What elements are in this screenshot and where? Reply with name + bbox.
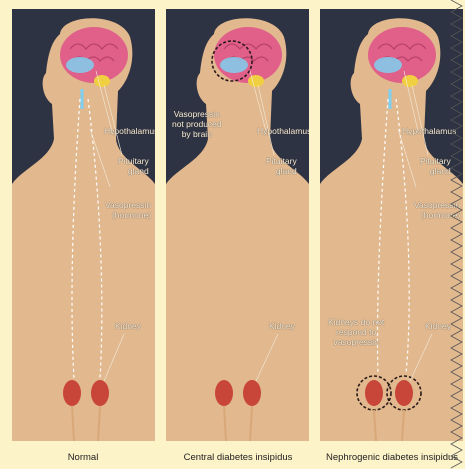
pituitary-icon xyxy=(402,75,418,87)
panel-central: Vasopressin not produced by brain Hypoth… xyxy=(166,9,309,441)
label-hypothalamus: Hypothalamus xyxy=(257,126,309,136)
label-kidney: Kidney xyxy=(425,321,451,331)
label-kidney: Kidney xyxy=(115,321,141,331)
label-note: Vasopressin not produced by brain xyxy=(172,109,222,139)
brain-icon xyxy=(214,27,282,83)
label-hypothalamus: Hypothalamus xyxy=(104,126,155,136)
brain-icon xyxy=(368,27,436,83)
caption-nephrogenic: Nephrogenic diabetes insipidus xyxy=(312,452,465,463)
label-pituitary: Pituitary gland xyxy=(266,156,297,176)
label-pituitary: Pituitary gland xyxy=(118,156,149,176)
pituitary-icon xyxy=(94,75,110,87)
panel-normal: Hypothalamus Pituitary gland Vasopressin… xyxy=(12,9,155,441)
kidney-left-icon xyxy=(365,380,383,406)
body-illustration-central xyxy=(166,9,309,441)
label-note: Kidneys do not respond to vasopressin xyxy=(328,317,384,347)
caption-normal: Normal xyxy=(3,452,163,463)
kidney-right-icon xyxy=(91,380,109,406)
pituitary-icon xyxy=(248,75,264,87)
hypothalamus-highlight xyxy=(374,57,402,73)
hypothalamus-highlight xyxy=(66,57,94,73)
label-pituitary: Pituitary gland xyxy=(420,156,451,176)
head-and-torso xyxy=(12,18,155,441)
kidney-right-icon xyxy=(243,380,261,406)
kidney-left-icon xyxy=(215,380,233,406)
body-illustration-normal xyxy=(12,9,155,441)
brain-icon xyxy=(60,27,128,83)
head-and-torso xyxy=(166,18,309,441)
label-kidney: Kidney xyxy=(269,321,295,331)
head-and-torso xyxy=(320,18,463,441)
caption-central: Central diabetes insipidus xyxy=(158,452,318,463)
torn-edge-decoration xyxy=(449,0,465,469)
kidney-left-icon xyxy=(63,380,81,406)
hypothalamus-highlight xyxy=(220,57,248,73)
panel-nephrogenic: Hypothalamus Pituitary gland Vasopressin… xyxy=(320,9,463,441)
kidney-right-icon xyxy=(395,380,413,406)
body-illustration-nephrogenic xyxy=(320,9,463,441)
label-vasopressin: Vasopressin (hormone) xyxy=(105,200,151,220)
